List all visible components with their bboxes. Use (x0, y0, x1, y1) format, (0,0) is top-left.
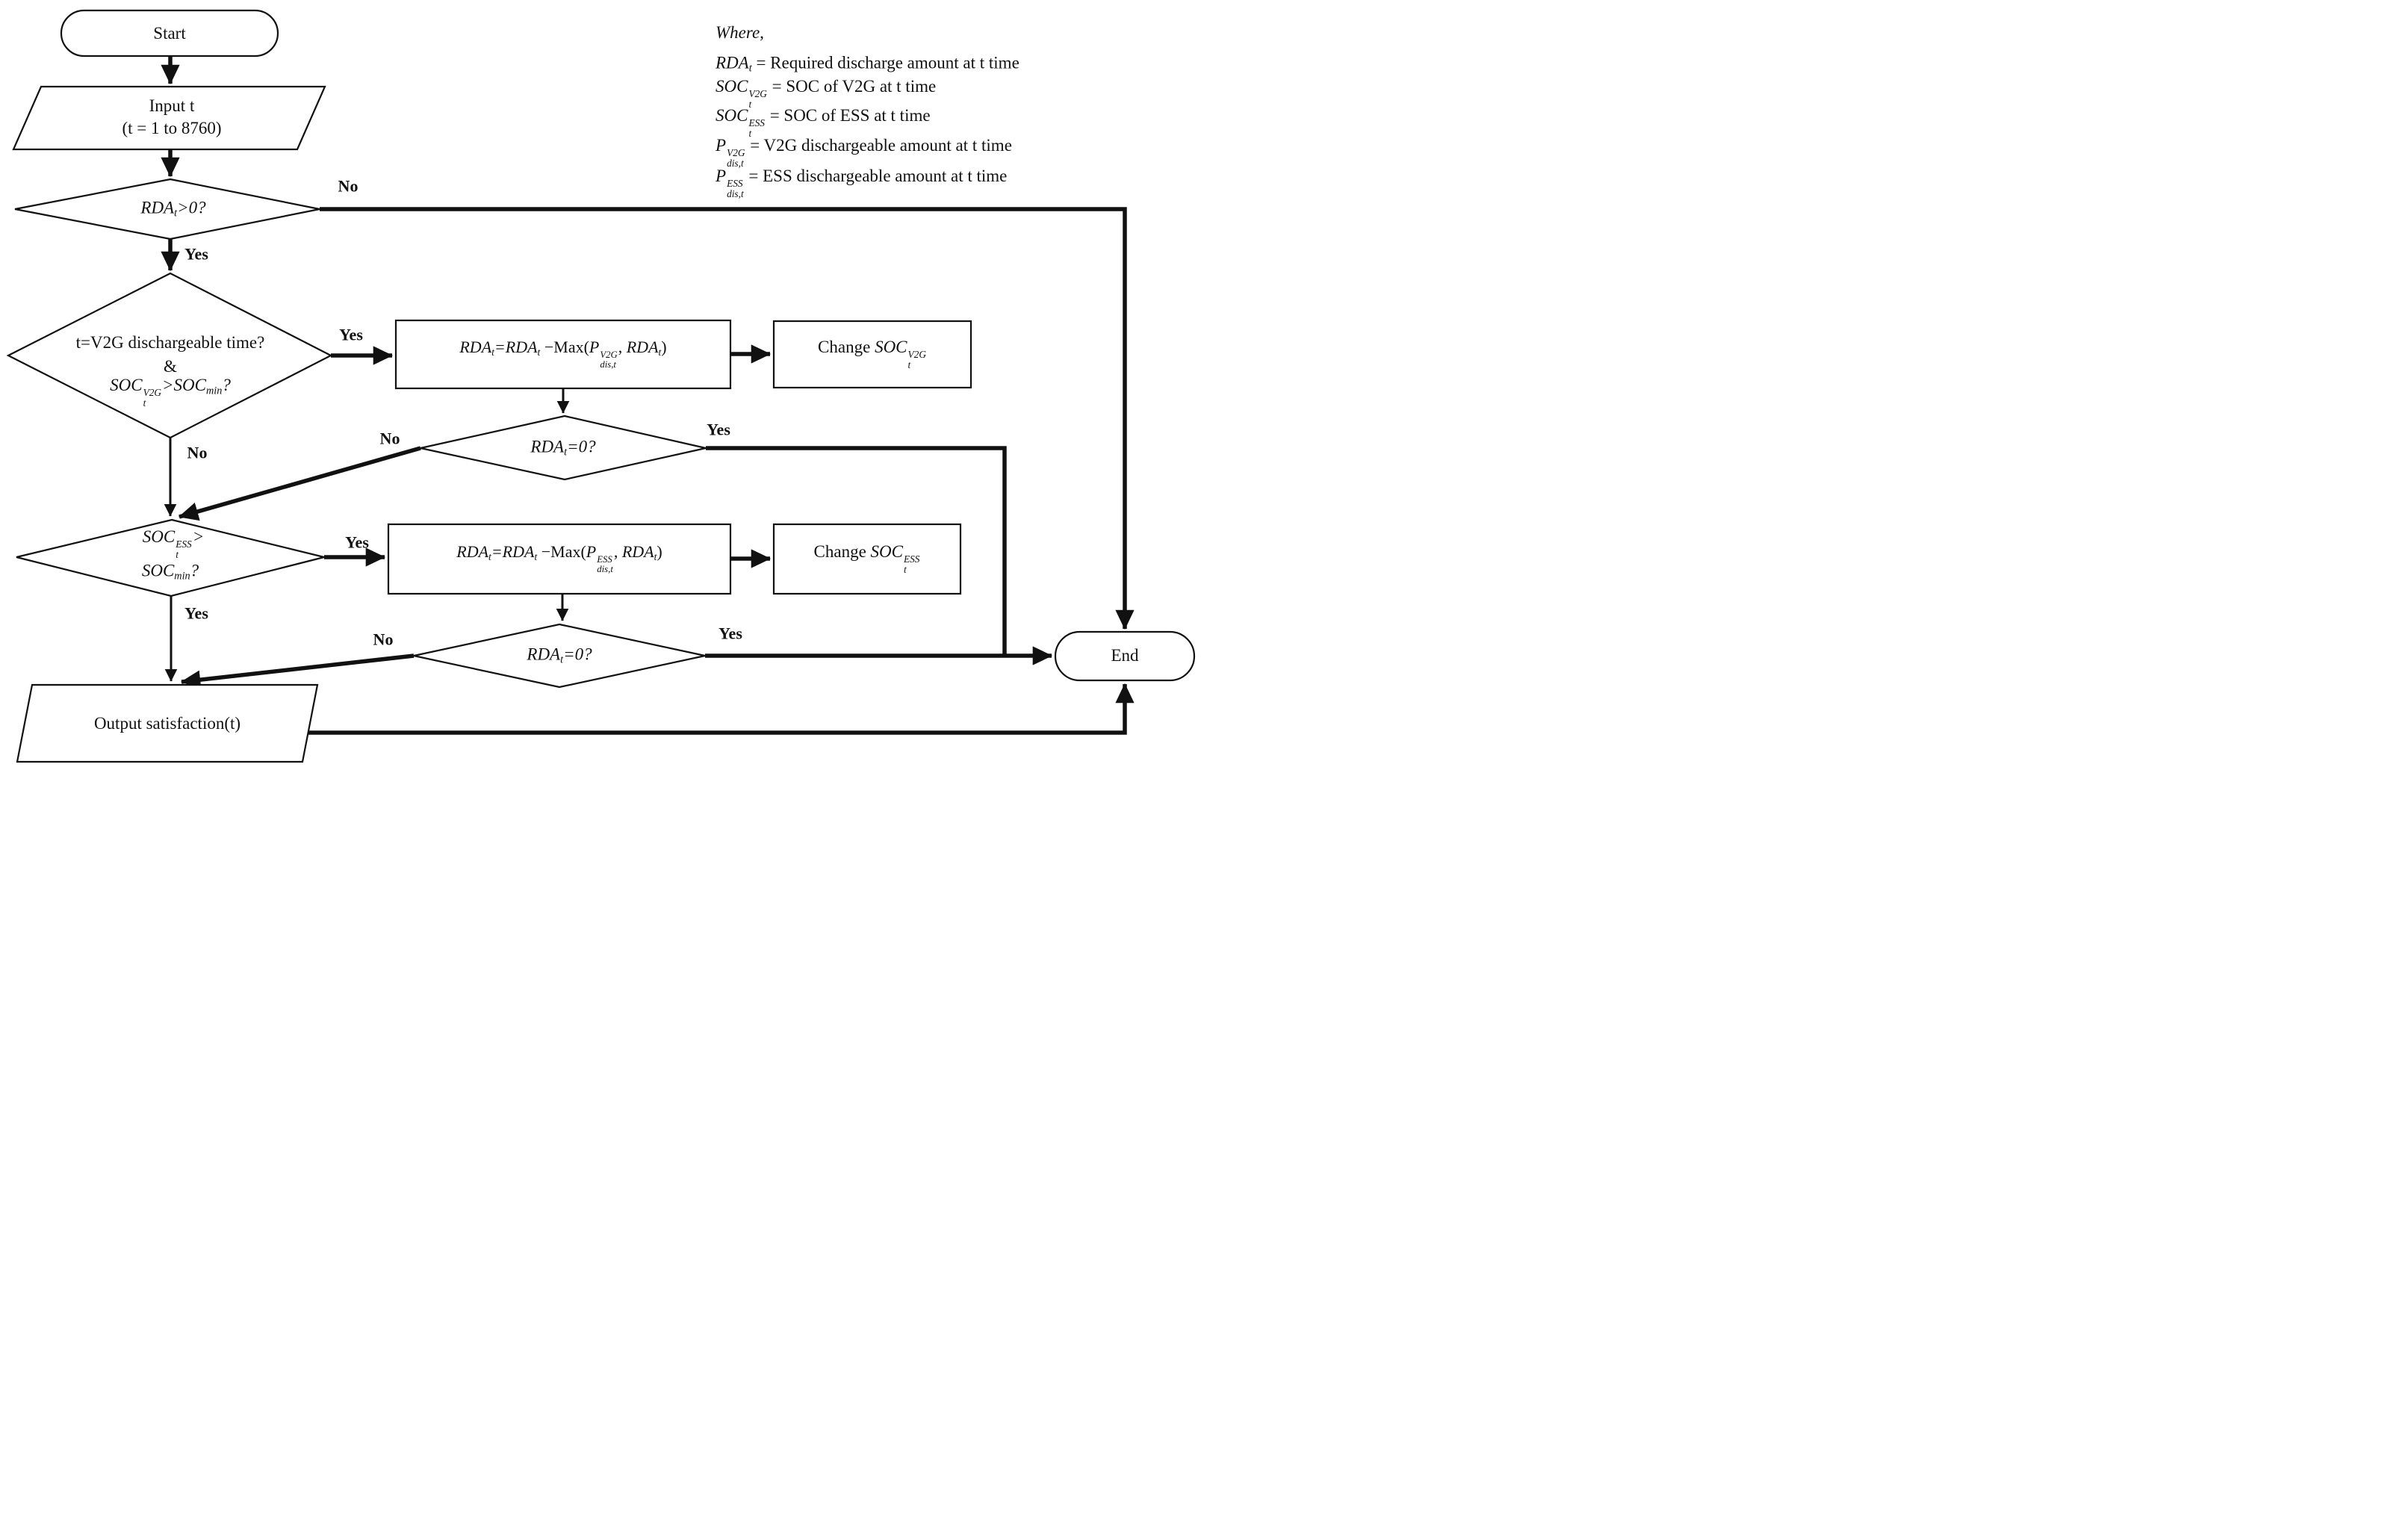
node-decision-rda-eq-0-v2g (420, 415, 707, 481)
label-v2g-time-line2: & (164, 357, 177, 376)
label-rda0-v2g: RDAt=0? (530, 437, 596, 459)
edge-label-yes-6: Yes (719, 624, 742, 643)
edge-label-no-1: No (338, 176, 359, 196)
edge-label-yes-5: Yes (184, 603, 208, 623)
label-v2g-time-line1: t=V2G dischargeable time? (75, 333, 265, 353)
edge-layer (161, 56, 1135, 735)
edge-label-no-3: No (187, 443, 208, 462)
node-process-change-soc-v2g (772, 320, 972, 389)
edge-rda0-v2g-yes-merge (706, 446, 1007, 654)
edge-label-yes-3: Yes (707, 420, 730, 439)
edge-label-yes-1: Yes (184, 244, 208, 264)
node-decision-rda-gt-0 (14, 178, 320, 240)
edge-output-to-end-bottom (308, 683, 1135, 735)
edge-rda0-ess-no-diagonal (180, 653, 415, 689)
label-end: End (1111, 646, 1139, 665)
edge-rda0-v2g-no-diagonal (178, 446, 421, 521)
node-decision-v2g-time (6, 272, 333, 439)
node-process-v2g-discharge (394, 319, 732, 390)
label-input-line2: (t = 1 to 8760) (122, 119, 222, 138)
edge-label-no-2: No (379, 429, 400, 448)
label-output: Output satisfaction(t) (93, 714, 241, 733)
flowchart-graphics (6, 9, 1196, 763)
node-output-satisfaction (16, 683, 319, 763)
legend-rda: RDAt = Required discharge amount at t ti… (716, 53, 1019, 75)
edge-label-no-4: No (373, 630, 394, 649)
label-input-line1: Input t (149, 96, 195, 116)
node-layer (6, 9, 1196, 763)
label-soc-ess-line2: SOCmin? (141, 561, 199, 583)
node-start (60, 9, 279, 58)
node-end (1054, 630, 1196, 682)
node-process-change-soc-ess (772, 523, 962, 595)
node-input-t (12, 85, 326, 151)
label-start: Start (153, 24, 186, 43)
edge-rda-no-to-end-top (320, 207, 1135, 630)
node-process-ess-discharge (387, 523, 732, 595)
label-decision-rda: RDAt>0? (140, 198, 206, 220)
legend-where: Where, (716, 23, 764, 43)
edge-label-yes-4: Yes (345, 533, 369, 552)
node-decision-soc-ess (16, 518, 325, 597)
node-decision-rda-eq-0-ess (413, 623, 706, 689)
label-rda0-ess: RDAt=0? (527, 645, 592, 666)
edge-label-yes-2: Yes (339, 325, 363, 344)
